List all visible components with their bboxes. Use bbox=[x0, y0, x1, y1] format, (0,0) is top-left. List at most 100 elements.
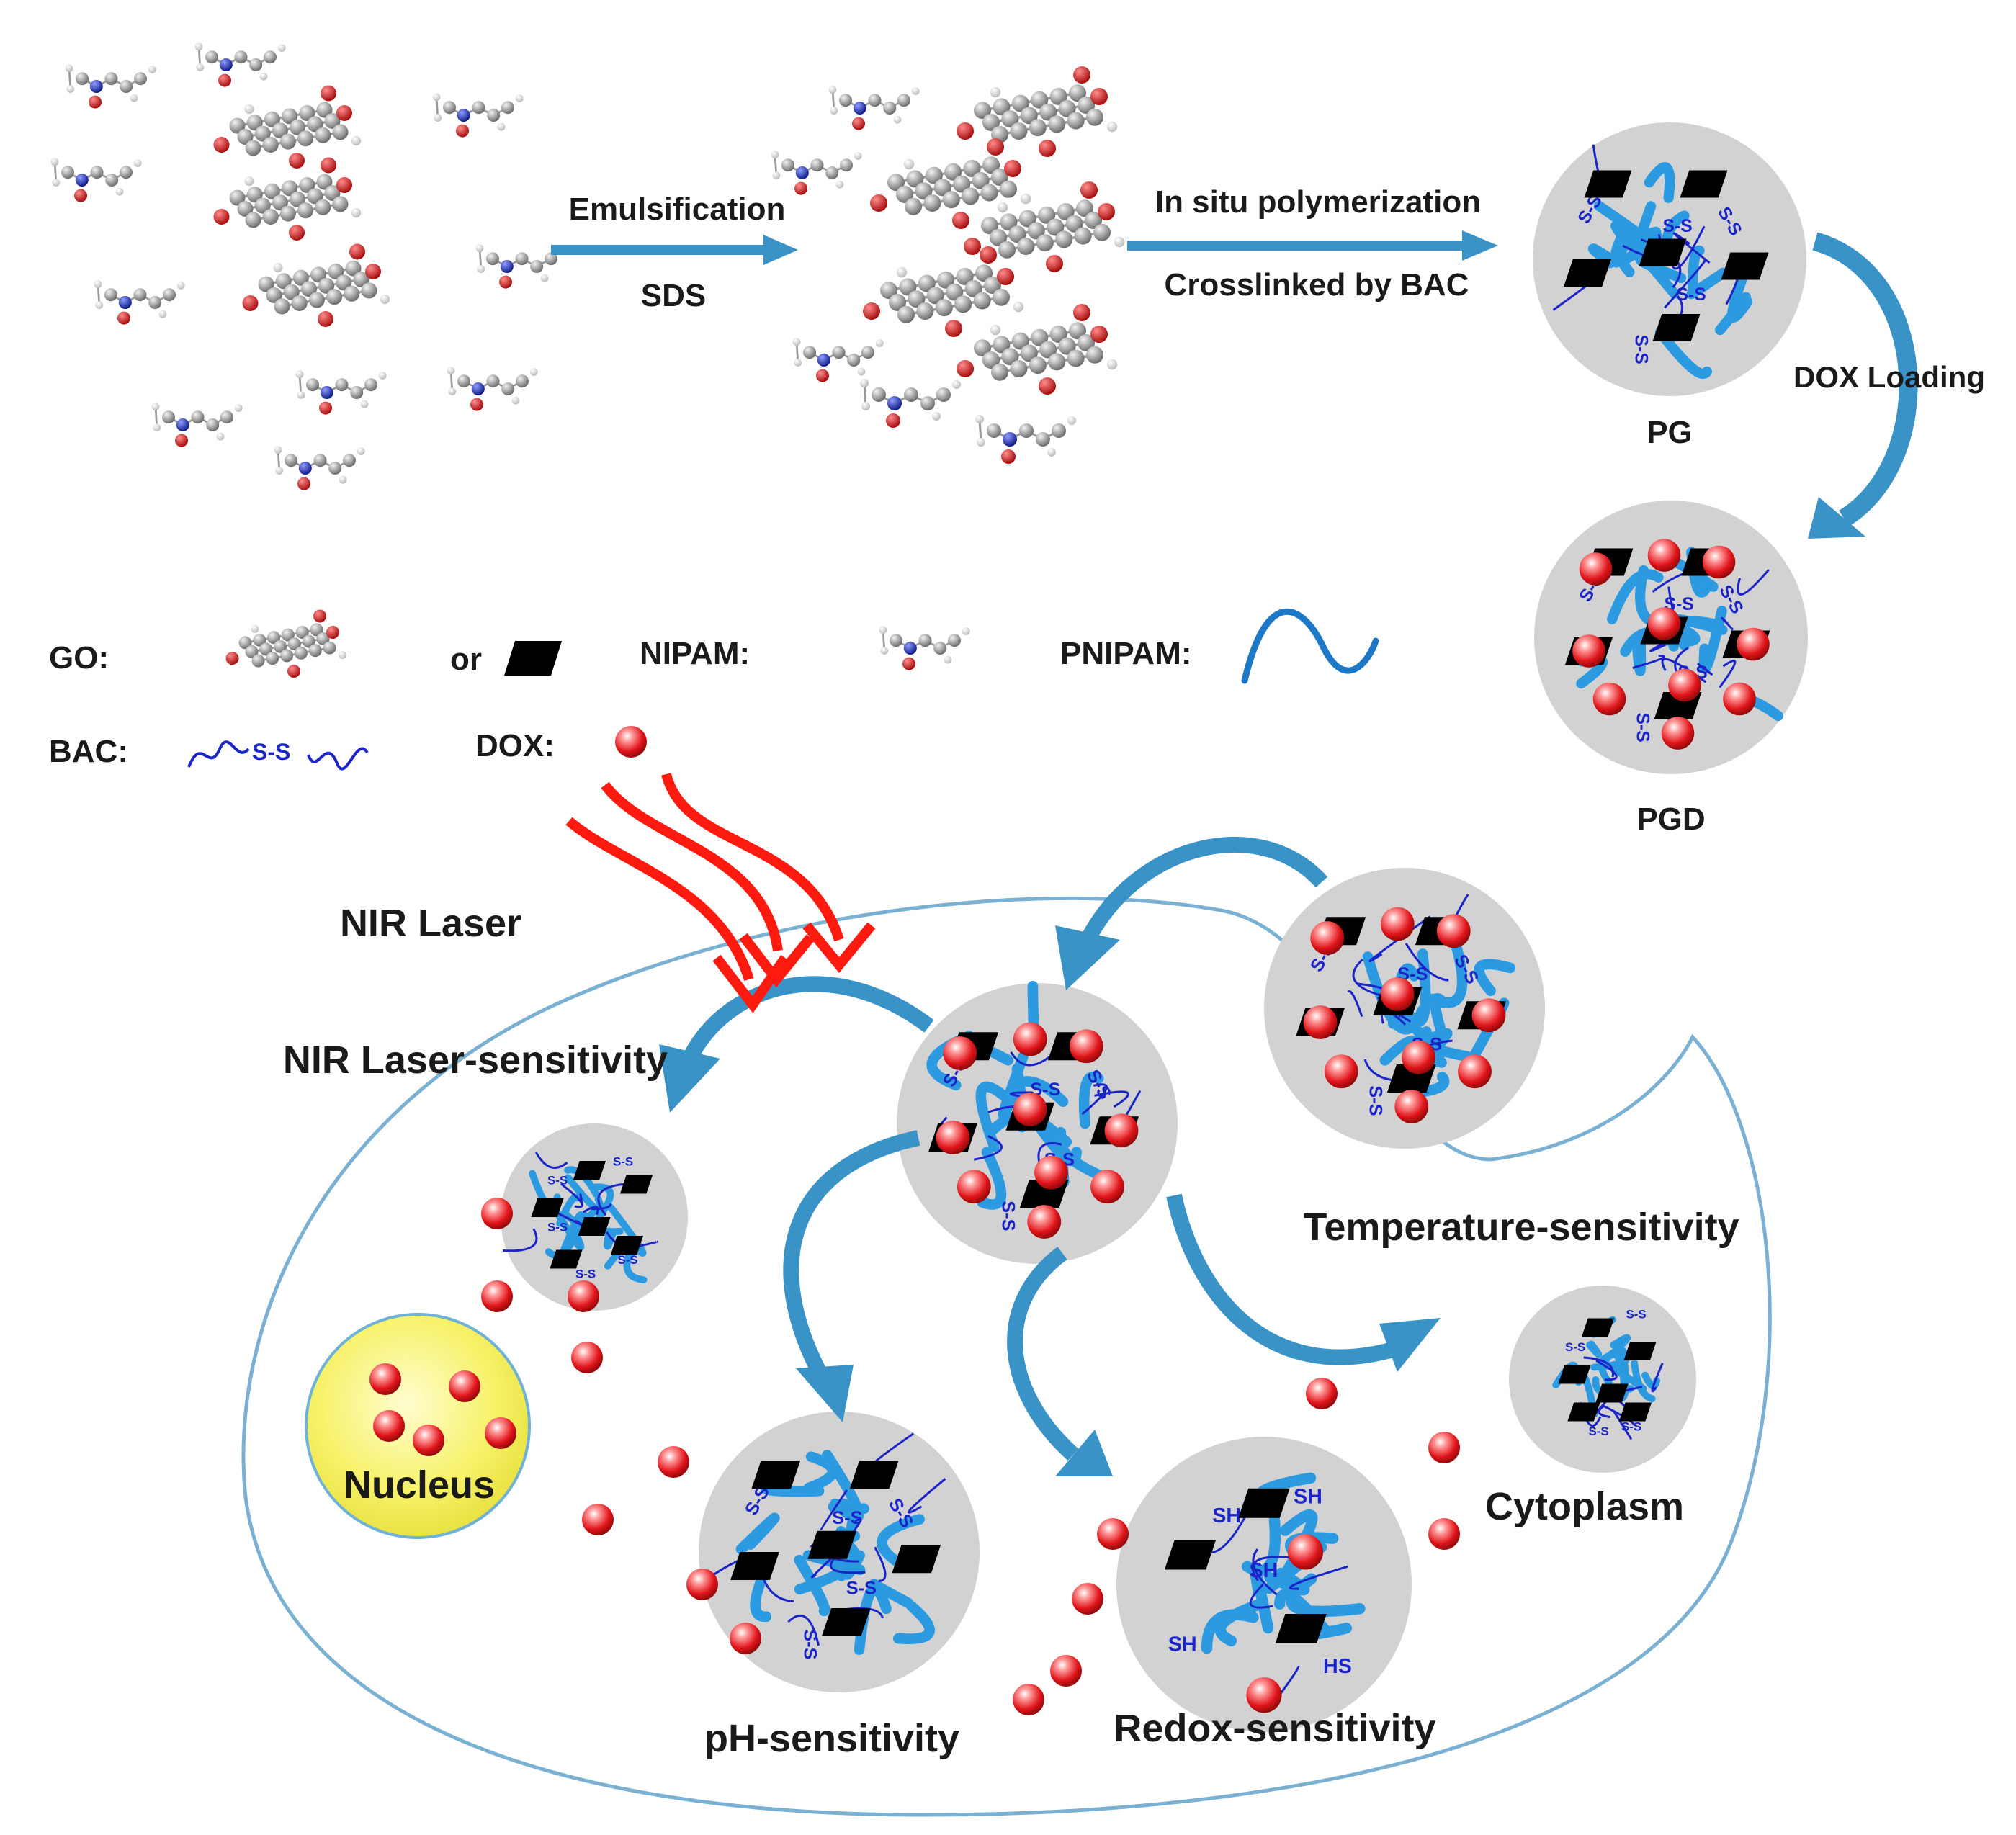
bac-crosslink bbox=[1352, 959, 1384, 997]
nipam-molecule-icon bbox=[94, 280, 185, 325]
released-dox-spheres bbox=[369, 1198, 1460, 1715]
dox-sphere-icon bbox=[1428, 1432, 1460, 1463]
pnipam-chain bbox=[977, 1147, 1007, 1210]
ss-bond-label: S-S bbox=[1663, 217, 1693, 236]
pnipam-chain bbox=[877, 1514, 925, 1568]
legend-bac-ss-label: S-S bbox=[252, 739, 290, 765]
go-molecule-icon bbox=[870, 138, 1031, 229]
ss-bond-label: S-S bbox=[1677, 285, 1706, 305]
bac-crosslink bbox=[579, 1193, 583, 1206]
dox-sphere-icon bbox=[730, 1623, 761, 1654]
nipam-molecule-icon bbox=[447, 367, 538, 411]
dox-sphere-icon bbox=[957, 1170, 991, 1204]
sds-label: SDS bbox=[641, 278, 706, 313]
dox-sphere-icon bbox=[582, 1504, 614, 1535]
dox-sphere-icon bbox=[1458, 1054, 1492, 1089]
graphene-sheet-icon bbox=[1567, 1402, 1600, 1422]
legend-go-molecule bbox=[225, 609, 346, 678]
bac-crosslink bbox=[1081, 1083, 1108, 1116]
pgd-nanogel: S-SS-SS-SS-SS-S bbox=[1534, 501, 1808, 774]
pnipam-chain bbox=[1586, 1340, 1603, 1358]
pg-label: PG bbox=[1647, 415, 1693, 450]
dox-sphere-icon bbox=[1310, 921, 1345, 955]
dox-loading-arrow bbox=[1808, 232, 1918, 539]
dox-sphere-icon bbox=[485, 1417, 516, 1449]
bac-crosslink bbox=[820, 1489, 848, 1531]
graphene-sheet-icon bbox=[573, 1161, 606, 1180]
bac-crosslink bbox=[1721, 616, 1734, 631]
legend-bac-label: BAC: bbox=[49, 734, 128, 769]
bac-crosslink bbox=[582, 1206, 599, 1216]
pnipam-chain bbox=[1419, 1071, 1450, 1097]
go-molecule-icon bbox=[242, 243, 390, 327]
bac-crosslink bbox=[1632, 654, 1665, 669]
ss-bond-label: S-S bbox=[613, 1155, 633, 1169]
temperature-sensitivity-label: Temperature-sensitivity bbox=[1303, 1206, 1739, 1249]
ss-bond-label: S-S bbox=[799, 1629, 820, 1659]
pnipam-chain bbox=[975, 1081, 1013, 1152]
dox-sphere-icon bbox=[1647, 607, 1681, 640]
graphene-sheet-icon bbox=[619, 1175, 653, 1194]
dox-sphere-icon bbox=[1436, 914, 1471, 948]
bac-crosslink bbox=[1094, 1090, 1129, 1108]
nipam-molecule-icon bbox=[432, 93, 524, 138]
bac-crosslink bbox=[1719, 660, 1737, 688]
center-pgd-nanogel: S-SS-SS-SS-SS-S bbox=[897, 980, 1178, 1264]
bac-crosslink bbox=[1289, 1565, 1348, 1590]
nipam-molecule-icon bbox=[771, 151, 862, 195]
dox-sphere-icon bbox=[1737, 627, 1770, 661]
nir-laser-sensitivity-label: NIR Laser-sensitivity bbox=[283, 1038, 668, 1082]
dox-sphere-icon bbox=[1306, 1378, 1338, 1409]
go-molecule-icon bbox=[213, 157, 362, 241]
bac-crosslink bbox=[1249, 1584, 1273, 1609]
pnipam-chain bbox=[1474, 959, 1515, 997]
pnipam-chain bbox=[1610, 228, 1645, 267]
nir-laser-arrows bbox=[565, 773, 876, 1013]
dox-sphere-icon bbox=[943, 1036, 977, 1070]
polymerization-arrow bbox=[1127, 230, 1498, 261]
legend-go-label: GO: bbox=[49, 640, 109, 676]
crosslinked-by-bac-label: Crosslinked by BAC bbox=[1165, 267, 1469, 302]
graphene-sheet-icon bbox=[892, 1545, 941, 1574]
dox-sphere-icon bbox=[1050, 1655, 1082, 1687]
thiol-label: HS bbox=[1323, 1655, 1352, 1678]
bac-crosslink bbox=[597, 1183, 625, 1216]
cytoplasm-released-nanogel: S-SS-SS-SS-S bbox=[1509, 1286, 1696, 1473]
dox-sphere-icon bbox=[1090, 1170, 1124, 1204]
legend-dox-label: DOX: bbox=[475, 728, 555, 763]
bac-crosslink bbox=[591, 1203, 612, 1211]
monomer-go-mixture bbox=[50, 42, 567, 490]
dox-sphere-icon bbox=[1013, 1684, 1044, 1715]
emulsified-go-nipam-assembly bbox=[771, 66, 1125, 464]
pnipam-chain bbox=[1688, 245, 1705, 293]
graphene-sheet-icon bbox=[1558, 1365, 1591, 1384]
graphene-sheet-icon bbox=[531, 1198, 564, 1217]
go-molecule-icon bbox=[964, 181, 1125, 272]
ss-bond-label: S-S bbox=[1626, 1308, 1647, 1322]
dox-sphere-icon bbox=[369, 1363, 401, 1395]
dox-sphere-icon bbox=[568, 1280, 599, 1312]
bac-crosslink bbox=[973, 1135, 1003, 1161]
legend-pnipam-label: PNIPAM: bbox=[1060, 636, 1192, 671]
ss-bond-label: S-S bbox=[832, 1508, 862, 1528]
legend-pnipam-chain-icon bbox=[1241, 608, 1379, 684]
pnipam-chain bbox=[1428, 938, 1468, 1008]
dox-sphere-icon bbox=[1104, 1113, 1139, 1148]
go-molecule-icon bbox=[225, 609, 346, 678]
bac-crosslink bbox=[1697, 663, 1713, 676]
pnipam-chain bbox=[552, 1208, 585, 1251]
legend-bac-chain-right bbox=[307, 747, 369, 771]
pgd-label: PGD bbox=[1636, 802, 1705, 837]
bac-crosslink bbox=[1347, 990, 1363, 1018]
pnipam-chain bbox=[1726, 267, 1753, 323]
dox-sphere-icon bbox=[1402, 1040, 1435, 1074]
graphene-sheet-icon bbox=[610, 1236, 644, 1255]
thiol-label: SH bbox=[1168, 1633, 1197, 1656]
nir-laser-label: NIR Laser bbox=[340, 902, 521, 945]
bac-crosslink bbox=[1664, 259, 1706, 309]
bac-crosslink bbox=[1405, 943, 1449, 982]
graphene-sheet-icon bbox=[821, 1608, 871, 1636]
pnipam-chain bbox=[1201, 1609, 1259, 1654]
bac-crosslink bbox=[1651, 1363, 1664, 1393]
